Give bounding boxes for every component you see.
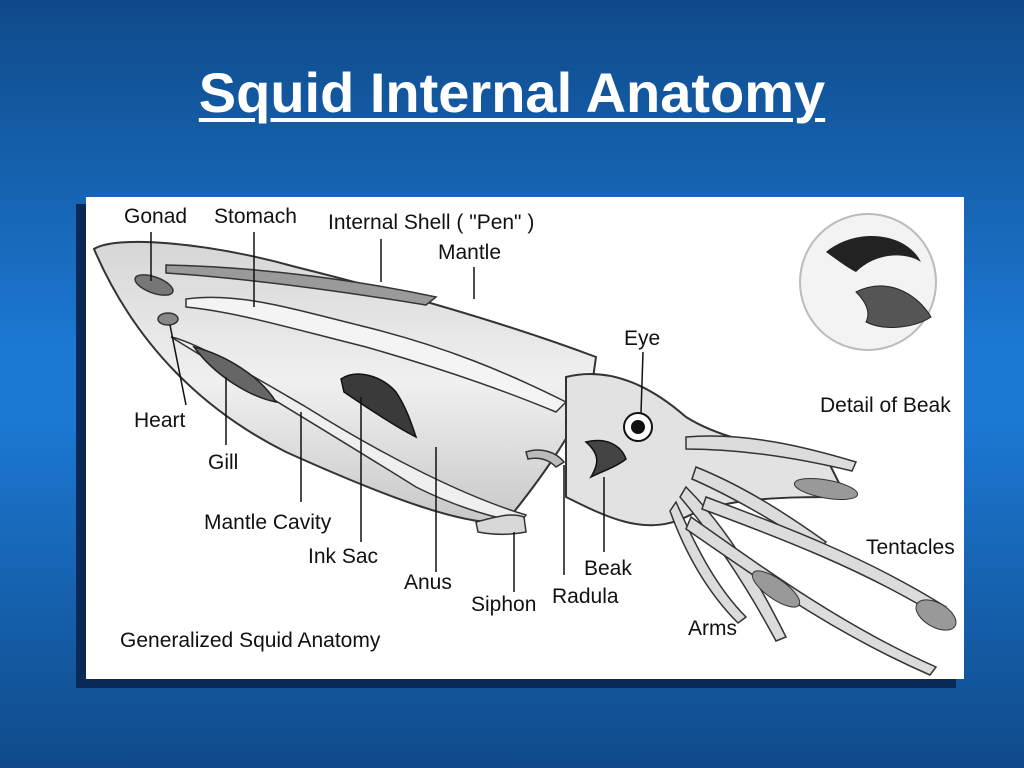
- radula-organ: [525, 449, 566, 468]
- label-gonad: Gonad: [124, 205, 187, 228]
- squid-diagram: Gonad Stomach Internal Shell ( "Pen" ) M…: [92, 205, 957, 676]
- label-gill: Gill: [208, 451, 238, 474]
- label-tentacles: Tentacles: [866, 536, 955, 559]
- label-ink-sac: Ink Sac: [308, 545, 378, 568]
- heart-organ: [157, 312, 179, 326]
- label-mantle: Mantle: [438, 241, 501, 264]
- leader-lines: [150, 232, 644, 592]
- label-detail-of-beak: Detail of Beak: [820, 394, 951, 417]
- diagram-caption: Generalized Squid Anatomy: [120, 629, 381, 652]
- beak-organ: [584, 439, 627, 479]
- label-siphon: Siphon: [471, 593, 536, 616]
- eye-pupil: [631, 420, 645, 434]
- label-radula: Radula: [552, 585, 619, 608]
- gonad-organ: [134, 274, 174, 296]
- label-beak: Beak: [584, 557, 632, 580]
- diagram-panel: Gonad Stomach Internal Shell ( "Pen" ) M…: [86, 197, 964, 679]
- ink-sac-organ: [340, 373, 418, 439]
- siphon-organ: [475, 514, 527, 535]
- gill-organ: [192, 345, 278, 404]
- beak-detail-illustration: [799, 213, 937, 351]
- label-mantle-cavity: Mantle Cavity: [204, 511, 332, 534]
- arms-group: [669, 435, 948, 676]
- label-arms: Arms: [688, 617, 737, 640]
- label-heart: Heart: [134, 409, 186, 432]
- label-eye: Eye: [624, 327, 660, 350]
- stomach-organ: [185, 296, 568, 413]
- label-anus: Anus: [404, 571, 452, 594]
- slide-title: Squid Internal Anatomy: [198, 61, 826, 124]
- label-internal-shell: Internal Shell ( "Pen" ): [328, 211, 534, 234]
- internal-shell: [165, 264, 438, 306]
- label-stomach: Stomach: [214, 205, 297, 228]
- sucker-clubs: [751, 478, 957, 631]
